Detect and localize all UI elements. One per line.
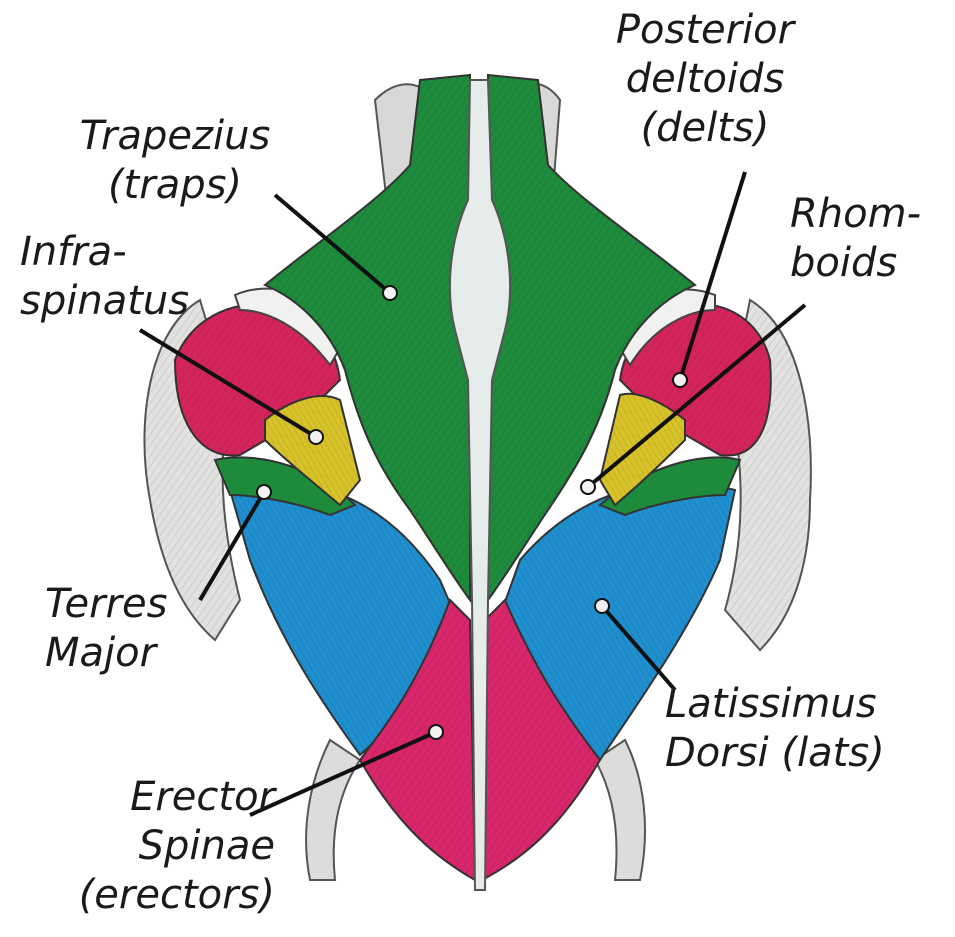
dot-trapezius [383,286,397,300]
dot-terres-major [257,485,271,499]
dot-posterior-deltoids [673,373,687,387]
dot-erector-spinae [429,725,443,739]
lower-side-right [595,740,645,880]
label-infraspinatus-line-2: spinatus [20,277,189,326]
label-posterior-deltoids: Posterior deltoids (delts) [590,6,820,153]
lower-side-left [306,740,360,880]
dot-rhomboids [581,480,595,494]
label-posterior-deltoids-line-2: deltoids [590,55,820,104]
label-infraspinatus: Infra- spinatus [20,228,189,326]
label-rhomboids: Rhom- boids [790,190,921,288]
label-latissimus-dorsi: Latissimus Dorsi (lats) [665,680,885,778]
label-trapezius-line-2: (traps) [55,161,295,210]
dot-infraspinatus [309,430,323,444]
label-rhomboids-line-1: Rhom- [790,190,921,239]
label-infraspinatus-line-1: Infra- [20,228,189,277]
label-trapezius: Trapezius (traps) [55,112,295,210]
label-erector-spinae-line-3: (erectors) [20,871,275,920]
label-latissimus-dorsi-line-1: Latissimus [665,680,885,729]
label-terres-major-line-1: Terres [45,580,167,629]
label-trapezius-line-1: Trapezius [55,112,295,161]
label-erector-spinae-line-2: Spinae [20,822,275,871]
label-posterior-deltoids-line-1: Posterior [590,6,820,55]
label-erector-spinae-line-1: Erector [20,773,275,822]
label-rhomboids-line-2: boids [790,239,921,288]
label-posterior-deltoids-line-3: (delts) [590,104,820,153]
label-terres-major: Terres Major [45,580,167,678]
label-latissimus-dorsi-line-2: Dorsi (lats) [665,729,885,778]
label-terres-major-line-2: Major [45,629,167,678]
dot-latissimus [595,599,609,613]
label-erector-spinae: Erector Spinae (erectors) [20,773,275,920]
